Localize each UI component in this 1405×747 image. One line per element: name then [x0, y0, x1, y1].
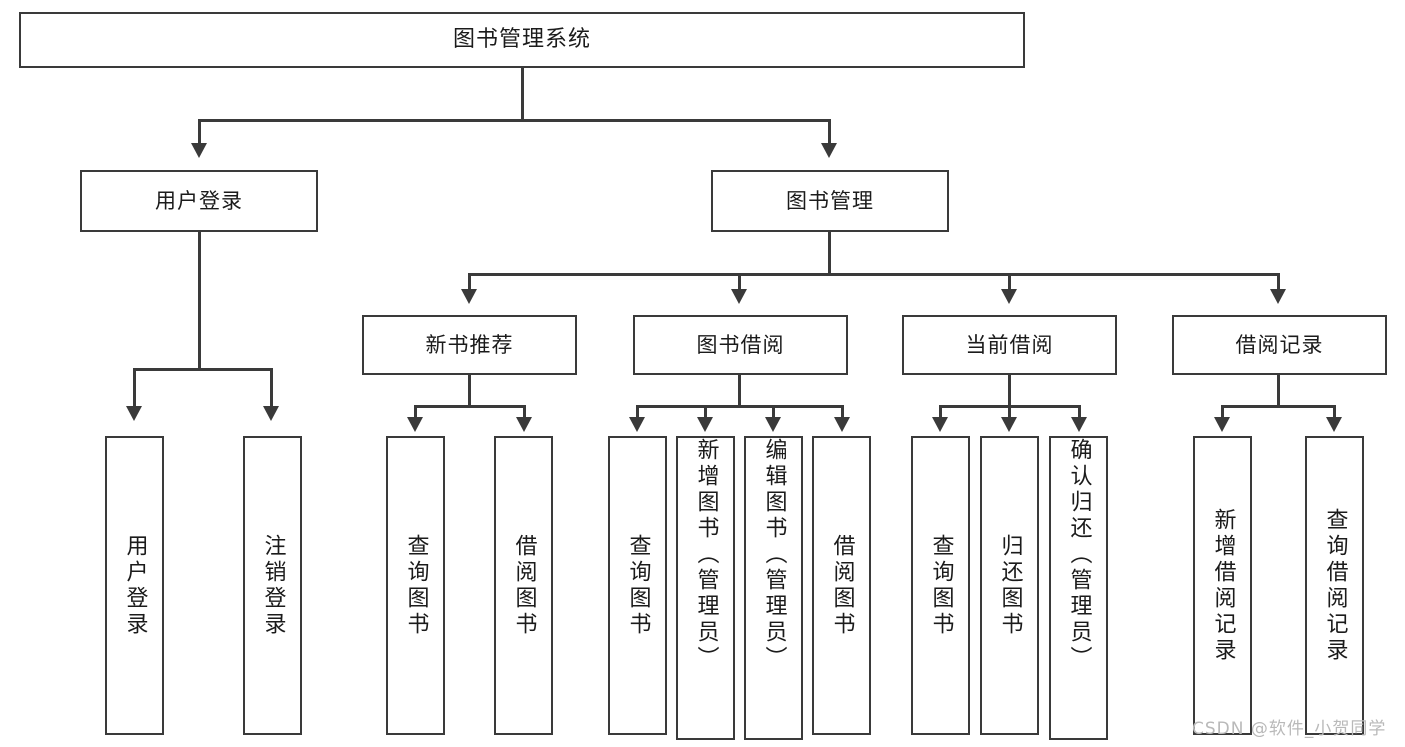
connector-cb-1: [939, 405, 942, 419]
connector-br-2: [1333, 405, 1336, 419]
connector-borrow-record-bus: [1221, 405, 1336, 408]
node-leaf-user-login[interactable]: 用户登录: [105, 436, 164, 735]
node-leaf-add-book[interactable]: 新增图书（管理员）: [676, 436, 735, 740]
node-borrow-record[interactable]: 借阅记录: [1172, 315, 1387, 375]
node-leaf-query-book-3[interactable]: 查询图书: [911, 436, 970, 735]
arrowhead-leaf-user-logout: [263, 406, 279, 421]
connector-to-new-book: [468, 273, 471, 291]
arrowhead-leaf-query-book-2: [629, 417, 645, 432]
node-leaf-query-record[interactable]: 查询借阅记录: [1305, 436, 1364, 735]
connector-new-book-left: [414, 405, 417, 419]
connector-current-borrow-stem: [1008, 375, 1011, 407]
node-label: 查询图书: [928, 533, 954, 638]
connector-new-book-stem: [468, 375, 471, 407]
node-label: 确认归还（管理员）: [1066, 438, 1092, 672]
connector-bb-3: [772, 405, 775, 419]
connector-root-stem: [521, 68, 524, 120]
csdn-watermark: CSDN @软件_小贺同学: [1192, 719, 1387, 739]
connector-cb-3: [1078, 405, 1081, 419]
arrowhead-leaf-confirm-return: [1071, 417, 1087, 432]
connector-bb-1: [636, 405, 639, 419]
node-label: 借阅记录: [1235, 332, 1324, 357]
connector-level3-bus: [468, 273, 1280, 276]
arrowhead-leaf-query-record: [1326, 417, 1342, 432]
node-label: 用户登录: [155, 188, 243, 213]
arrowhead-leaf-edit-book: [765, 417, 781, 432]
connector-book-manage-stem: [828, 232, 831, 274]
node-label: 新书推荐: [425, 332, 514, 357]
node-leaf-edit-book[interactable]: 编辑图书（管理员）: [744, 436, 803, 740]
arrowhead-leaf-borrow-book-2: [834, 417, 850, 432]
connector-to-borrow-record: [1277, 273, 1280, 291]
connector-bb-4: [841, 405, 844, 419]
arrowhead-current-borrow: [1001, 289, 1017, 304]
arrowhead-leaf-add-book: [697, 417, 713, 432]
node-leaf-query-book-1[interactable]: 查询图书: [386, 436, 445, 735]
connector-cb-2: [1008, 405, 1011, 419]
arrowhead-leaf-user-login: [126, 406, 142, 421]
node-label: 图书管理: [786, 188, 874, 213]
node-leaf-confirm-return[interactable]: 确认归还（管理员）: [1049, 436, 1108, 740]
connector-user-login-stem: [198, 232, 201, 369]
connector-new-book-right: [523, 405, 526, 419]
connector-user-login-right: [270, 368, 273, 408]
node-label: 借阅图书: [511, 533, 537, 638]
node-label: 用户登录: [122, 533, 148, 638]
node-label: 当前借阅: [965, 332, 1054, 357]
arrowhead-leaf-borrow-book-1: [516, 417, 532, 432]
arrowhead-leaf-query-book-3: [932, 417, 948, 432]
connector-new-book-bus: [414, 405, 526, 408]
node-leaf-borrow-book-2[interactable]: 借阅图书: [812, 436, 871, 735]
node-leaf-borrow-book-1[interactable]: 借阅图书: [494, 436, 553, 735]
arrowhead-new-book: [461, 289, 477, 304]
connector-book-borrow-stem: [738, 375, 741, 407]
node-label: 查询图书: [403, 533, 429, 638]
node-label: 查询借阅记录: [1322, 507, 1348, 664]
arrowhead-leaf-return-book: [1001, 417, 1017, 432]
arrowhead-user-login: [191, 143, 207, 158]
connector-user-login-bus: [133, 368, 270, 371]
node-label: 编辑图书（管理员）: [761, 438, 787, 672]
connector-to-book-borrow: [738, 273, 741, 291]
node-label: 图书管理系统: [452, 27, 591, 53]
node-root-system[interactable]: 图书管理系统: [19, 12, 1025, 68]
connector-bb-2: [704, 405, 707, 419]
node-current-borrow[interactable]: 当前借阅: [902, 315, 1117, 375]
node-label: 借阅图书: [829, 533, 855, 638]
node-label: 注销登录: [260, 533, 286, 638]
arrowhead-book-borrow: [731, 289, 747, 304]
node-leaf-query-book-2[interactable]: 查询图书: [608, 436, 667, 735]
arrowhead-leaf-add-record: [1214, 417, 1230, 432]
node-label: 新增图书（管理员）: [693, 438, 719, 672]
connector-to-book-manage: [828, 119, 831, 146]
node-label: 查询图书: [625, 533, 651, 638]
arrowhead-leaf-query-book-1: [407, 417, 423, 432]
node-leaf-user-logout[interactable]: 注销登录: [243, 436, 302, 735]
connector-br-1: [1221, 405, 1224, 419]
connector-borrow-record-stem: [1277, 375, 1280, 407]
connector-to-user-login: [198, 119, 201, 146]
connector-user-login-left: [133, 368, 136, 408]
connector-book-borrow-bus: [636, 405, 844, 408]
connector-level2-bus: [198, 119, 830, 122]
node-user-login[interactable]: 用户登录: [80, 170, 318, 232]
connector-to-current-borrow: [1008, 273, 1011, 291]
node-new-book-recommend[interactable]: 新书推荐: [362, 315, 577, 375]
arrowhead-book-manage: [821, 143, 837, 158]
node-book-borrow[interactable]: 图书借阅: [633, 315, 848, 375]
node-label: 图书借阅: [696, 332, 785, 357]
node-label: 新增借阅记录: [1210, 507, 1236, 664]
node-label: 归还图书: [997, 533, 1023, 638]
node-leaf-add-record[interactable]: 新增借阅记录: [1193, 436, 1252, 735]
node-book-manage[interactable]: 图书管理: [711, 170, 949, 232]
node-leaf-return-book[interactable]: 归还图书: [980, 436, 1039, 735]
arrowhead-borrow-record: [1270, 289, 1286, 304]
